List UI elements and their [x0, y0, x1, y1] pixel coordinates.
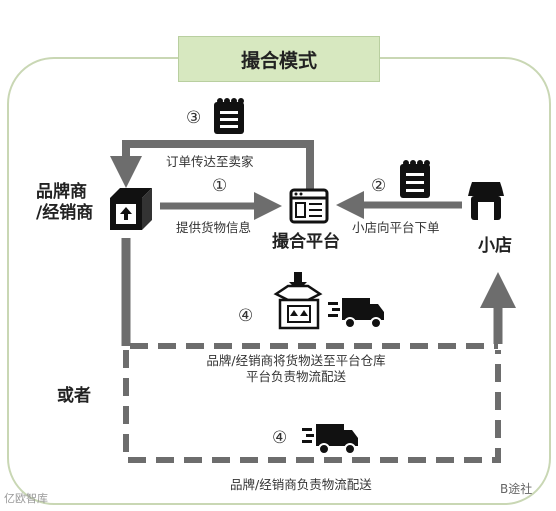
watermark-right: B途社 — [500, 482, 533, 496]
browser-window-icon — [289, 188, 329, 224]
step2-text: 小店向平台下单 — [352, 220, 440, 235]
step3-text: 订单传达至卖家 — [166, 154, 254, 169]
delivery-truck-icon — [328, 298, 384, 329]
step4a-line2: 平台负责物流配送 — [245, 369, 346, 385]
warehouse-package-icon — [273, 272, 323, 330]
brand-label-line1: 品牌商 — [36, 182, 87, 202]
shop-label: 小店 — [478, 236, 512, 256]
step1-text: 提供货物信息 — [176, 220, 252, 235]
notepad-icon — [214, 98, 244, 134]
diagram-title: 撮合模式 — [178, 36, 380, 82]
step4a-number: ④ — [238, 306, 254, 326]
notepad-icon — [400, 160, 430, 198]
storefront-icon — [468, 182, 504, 220]
step4b-number: ④ — [272, 428, 288, 448]
package-icon — [110, 188, 152, 230]
step4b-text: 品牌/经销商负责物流配送 — [230, 477, 372, 492]
arrow-order-to-seller — [110, 140, 314, 190]
step4a-line1: 品牌/经销商将货物送至平台仓库 — [206, 353, 386, 368]
step3-number: ③ — [186, 108, 202, 128]
step4a-text: 品牌/经销商将货物送至平台仓库 平台负责物流配送 — [196, 353, 396, 386]
brand-label-line2: /经销商 — [36, 203, 94, 224]
delivery-truck-icon — [302, 424, 358, 455]
platform-label: 撮合平台 — [272, 232, 340, 252]
or-label: 或者 — [57, 386, 91, 406]
brand-label: 品牌商 /经销商 — [36, 182, 93, 225]
step2-number: ② — [371, 176, 387, 196]
dashed-route-direct — [123, 350, 501, 463]
step1-number: ① — [212, 176, 228, 196]
watermark-left: 亿欧智库 — [4, 492, 48, 505]
